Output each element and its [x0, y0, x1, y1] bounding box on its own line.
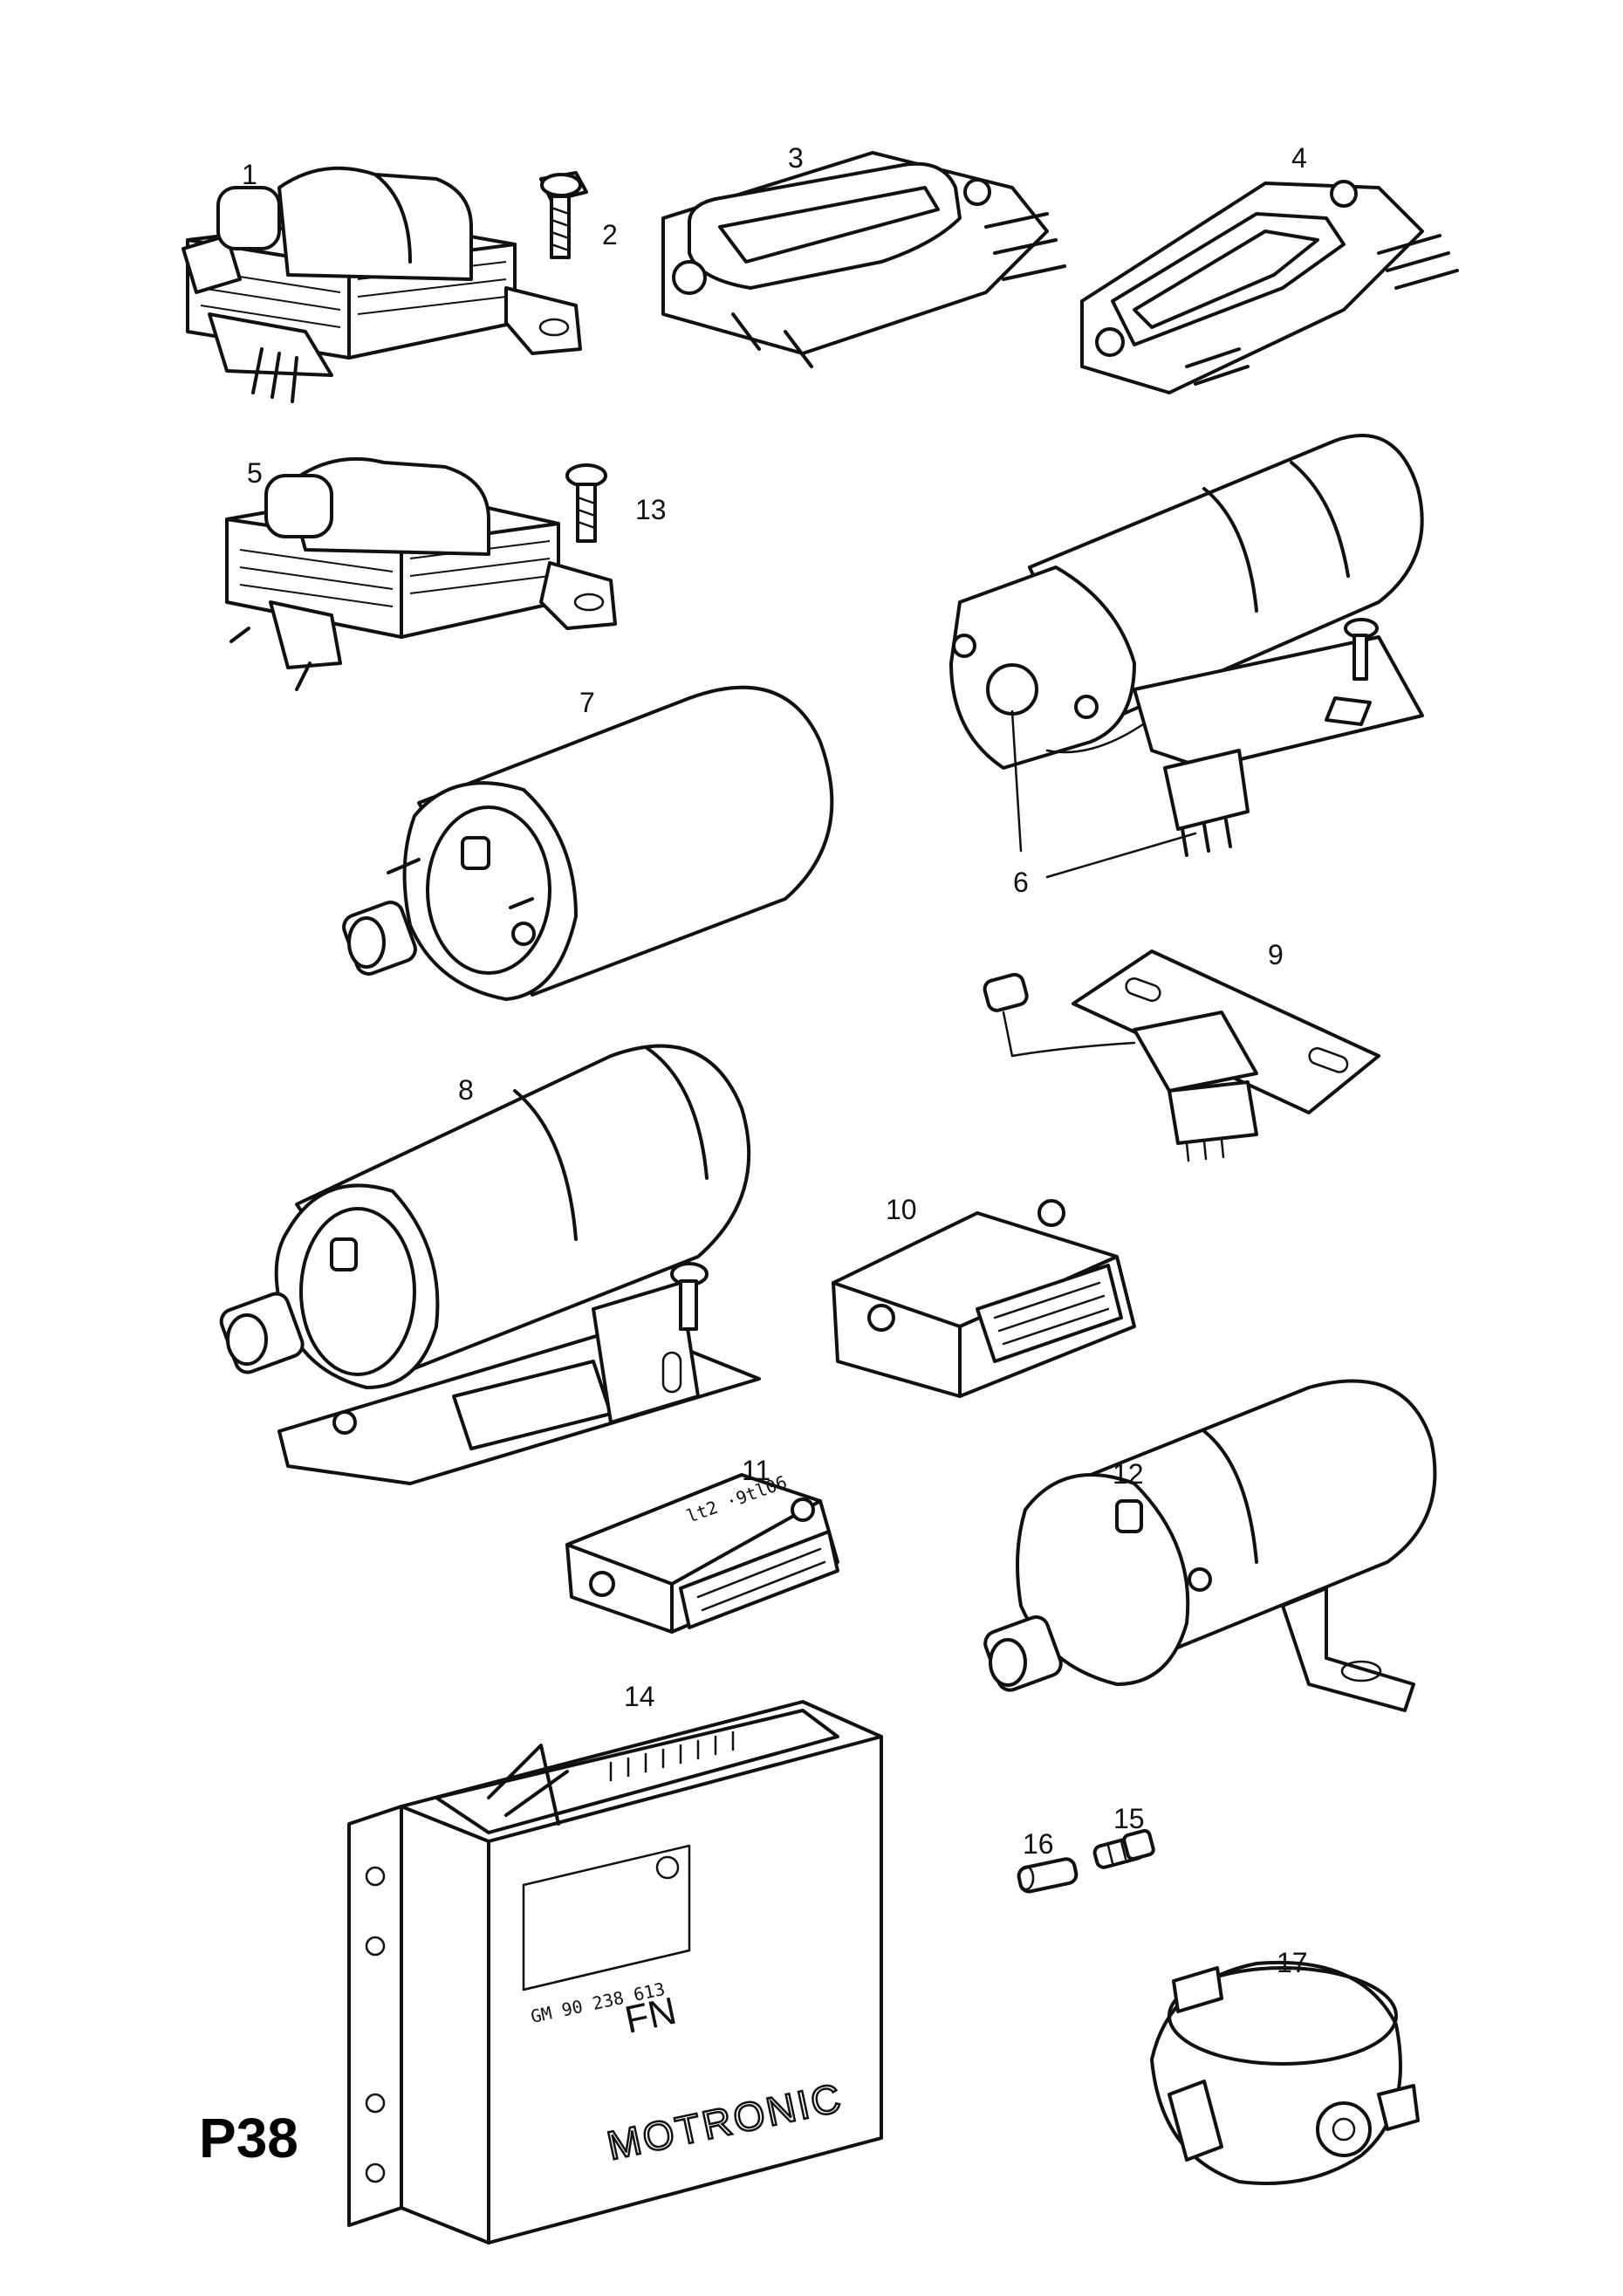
callout-11: 11	[742, 1455, 770, 1486]
part-15-sensor	[1092, 1828, 1155, 1869]
part-6-coil-with-module	[949, 434, 1424, 879]
callout-8: 8	[458, 1074, 474, 1106]
page-code: P38	[199, 2107, 298, 2169]
callout-13: 13	[635, 494, 667, 525]
callout-6: 6	[1013, 867, 1029, 898]
callout-5: 5	[247, 457, 263, 489]
callout-16: 16	[1023, 1828, 1054, 1860]
part-4-ignition-module	[1080, 180, 1459, 394]
part-17-ignition-switch	[1150, 1960, 1420, 2185]
callout-12: 12	[1113, 1458, 1144, 1490]
callout-2: 2	[602, 219, 618, 250]
part-14-motronic-ecu: GM 90 238 613 FN MOTRONIC	[347, 1700, 883, 2245]
callout-17: 17	[1277, 1947, 1308, 1978]
part-11-ignition-module: lt2 ·9tl06	[565, 1471, 839, 1634]
callout-4: 4	[1291, 142, 1307, 174]
part-9-bracket-with-module	[983, 949, 1380, 1162]
part-8-coil-with-module	[219, 1044, 761, 1485]
part-5-ignition-coil-pack	[225, 456, 617, 691]
callout-7: 7	[579, 687, 595, 718]
callout-10: 10	[886, 1194, 917, 1225]
part-16-plug	[1017, 1857, 1079, 1894]
callout-3: 3	[788, 142, 804, 174]
part-1-ignition-coil-pack	[181, 166, 582, 403]
part-7-cylindrical-coil	[342, 685, 834, 1001]
part-12-cylindrical-coil	[983, 1379, 1437, 1712]
part-2-screw	[539, 171, 588, 259]
callout-1: 1	[242, 159, 257, 190]
ecu-code: FN	[621, 1990, 681, 2042]
callout-9: 9	[1268, 939, 1284, 970]
callout-14: 14	[624, 1681, 655, 1712]
part-10-ignition-module	[832, 1199, 1136, 1398]
part-13-screw	[565, 463, 607, 543]
callout-15: 15	[1113, 1803, 1145, 1834]
part-3-ignition-module	[661, 151, 1066, 368]
